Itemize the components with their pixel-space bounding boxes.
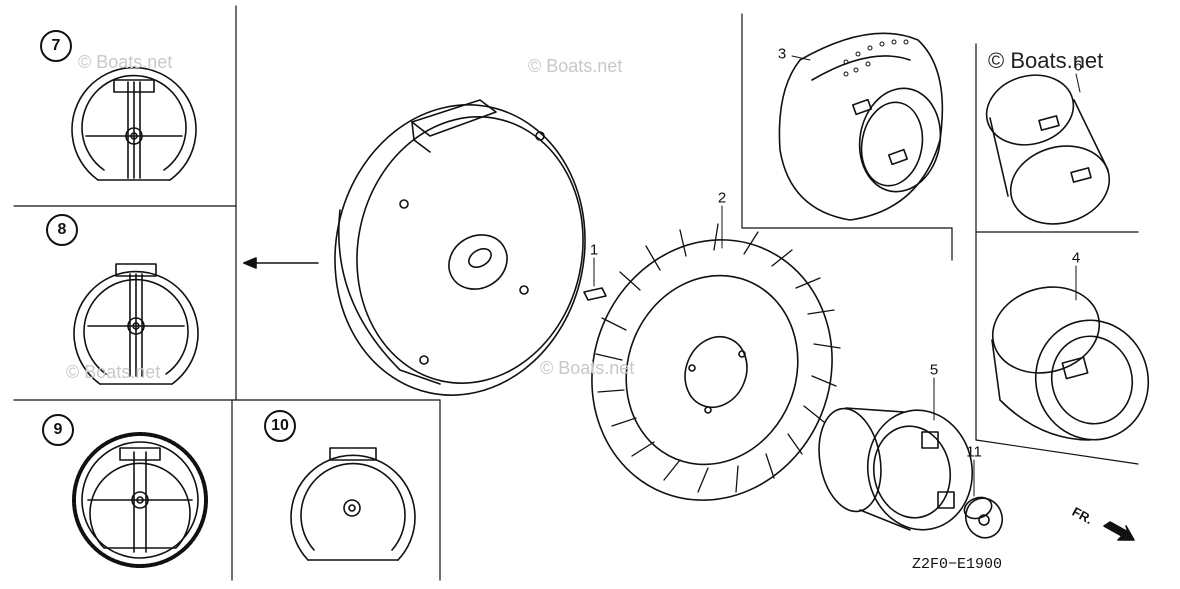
- variant-label-8: 8: [46, 214, 78, 246]
- callout-part-11: 11: [966, 443, 982, 461]
- key-part-1-drawing: [583, 257, 607, 301]
- callout-part-2: 2: [717, 189, 727, 207]
- variant-label-10: 10: [264, 410, 296, 442]
- starter-pulley-part-6-drawing: [985, 73, 1111, 225]
- variant-label-7: 7: [40, 30, 72, 62]
- flywheel-variant-10-drawing: [290, 447, 416, 561]
- watermark: © Boats.net: [66, 362, 161, 382]
- starter-cup-part-5-drawing: [818, 377, 974, 531]
- watermark: © Boats.net: [988, 48, 1104, 73]
- flywheel-variant-8-drawing: [73, 263, 199, 385]
- cooling-fan-part-2-drawing: [591, 205, 841, 501]
- flywheel-variant-7-drawing: [71, 66, 197, 181]
- flywheel-variant-9-drawing: [72, 432, 208, 568]
- watermark: © Boats.net: [528, 56, 623, 76]
- starter-cup-part-4-drawing: [991, 265, 1150, 441]
- flange-nut-part-11-drawing: [963, 459, 1004, 539]
- callout-part-6: 6: [1073, 57, 1083, 75]
- callout-part-1: 1: [589, 241, 599, 259]
- watermark: © Boats.net: [78, 52, 173, 72]
- section-dividers: [13, 5, 1139, 581]
- callout-part-5: 5: [929, 361, 939, 379]
- diagram-code: Z2F0−E1900: [912, 556, 1003, 573]
- front-direction-arrow: [1103, 521, 1135, 541]
- watermark: © Boats.net: [540, 358, 635, 378]
- variant-label-9: 9: [42, 414, 74, 446]
- callout-part-4: 4: [1071, 249, 1081, 267]
- assembly-arrow: [243, 257, 319, 269]
- callout-part-3: 3: [777, 45, 787, 63]
- main-flywheel-drawing: [334, 99, 586, 396]
- fan-cover-part-3-drawing: [778, 32, 944, 221]
